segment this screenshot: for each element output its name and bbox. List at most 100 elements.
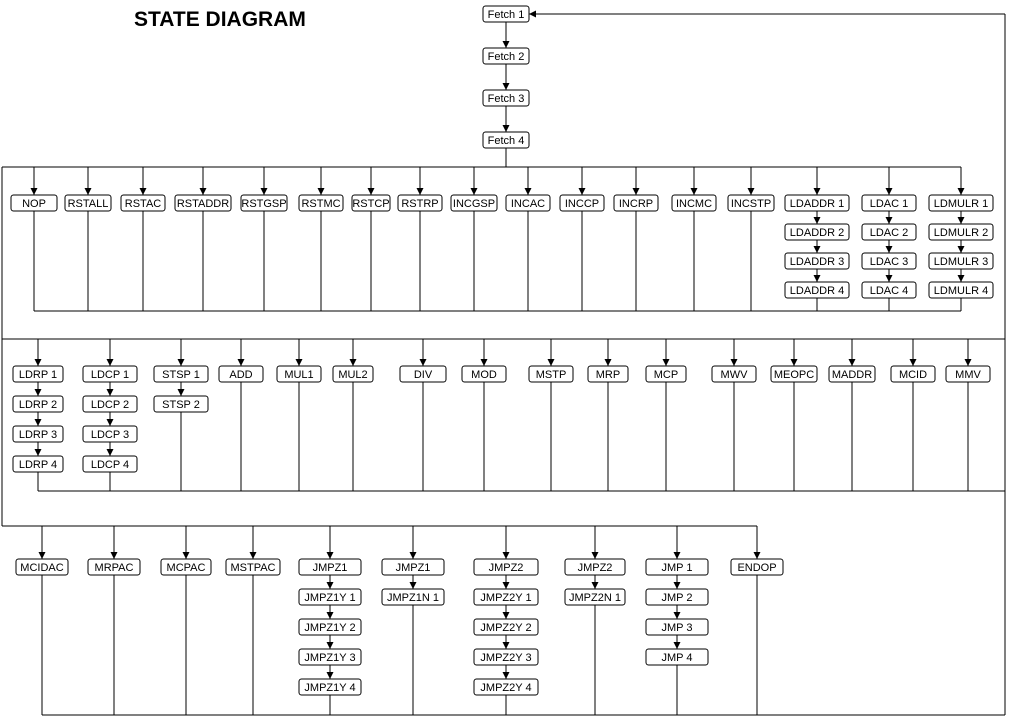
diagram-title: STATE DIAGRAM [134, 8, 306, 31]
state-mcpac-2-2-label: MCPAC [167, 562, 206, 574]
arrowhead [237, 359, 245, 366]
arrowhead [34, 359, 42, 366]
arrowhead [591, 552, 599, 559]
arrowhead [690, 188, 698, 195]
state-rstrp-0-7-label: RSTRP [401, 198, 438, 210]
state-ldrp-3-1-0-label: LDRP 3 [19, 429, 57, 441]
arrowhead [529, 10, 536, 18]
arrowhead [139, 188, 147, 195]
arrowhead [790, 359, 798, 366]
arrowhead [524, 188, 532, 195]
arrowhead [957, 217, 965, 224]
arrowhead [502, 125, 510, 132]
state-div-1-6-label: DIV [414, 369, 433, 381]
arrowhead [326, 552, 334, 559]
arrowhead [295, 359, 303, 366]
arrowhead [957, 275, 965, 282]
arrowhead [547, 359, 555, 366]
state-mcid-1-14-label: MCID [899, 369, 927, 381]
arrowhead [502, 582, 510, 589]
arrowhead [409, 552, 417, 559]
arrowhead [249, 552, 257, 559]
arrowhead [662, 359, 670, 366]
state-rstall-0-1-label: RSTALL [68, 198, 109, 210]
arrowhead [813, 188, 821, 195]
state-ldac-1-0-15-label: LDAC 1 [870, 198, 909, 210]
arrowhead [502, 612, 510, 619]
arrowhead [673, 582, 681, 589]
state-jmpz1-2-5-label: JMPZ1 [396, 562, 431, 574]
state-ldaddr-4-0-14-label: LDADDR 4 [790, 285, 844, 297]
state-ldaddr-3-0-14-label: LDADDR 3 [790, 256, 844, 268]
arrowhead [326, 612, 334, 619]
state-mul1-1-4-label: MUL1 [284, 369, 313, 381]
state-endop-2-9-label: ENDOP [737, 562, 776, 574]
state-ldaddr-2-0-14-label: LDADDR 2 [790, 227, 844, 239]
arrowhead [632, 188, 640, 195]
arrowhead [110, 552, 118, 559]
state-add-1-3-label: ADD [229, 369, 252, 381]
arrowhead [909, 359, 917, 366]
state-jmpz1n-1-2-5-label: JMPZ1N 1 [387, 592, 439, 604]
state-jmpz1y-2-2-4-label: JMPZ1Y 2 [304, 622, 355, 634]
state-jmp-3-2-8-label: JMP 3 [662, 622, 693, 634]
state-rstmc-0-5-label: RSTMC [301, 198, 340, 210]
state-ldac-4-0-15-label: LDAC 4 [870, 285, 909, 297]
arrowhead [177, 389, 185, 396]
state-jmpz2y-4-2-6-label: JMPZ2Y 4 [480, 682, 531, 694]
arrowhead [848, 359, 856, 366]
state-mcp-1-10-label: MCP [654, 369, 678, 381]
arrowhead [480, 359, 488, 366]
arrowhead [747, 188, 755, 195]
state-fetch-3-label: Fetch 3 [488, 93, 525, 105]
arrowhead [260, 188, 268, 195]
arrowhead [38, 552, 46, 559]
state-mrp-1-9-label: MRP [596, 369, 620, 381]
arrowhead [957, 188, 965, 195]
state-ldac-3-0-15-label: LDAC 3 [870, 256, 909, 268]
state-ldrp-2-1-0-label: LDRP 2 [19, 399, 57, 411]
state-jmp-2-2-8-label: JMP 2 [662, 592, 693, 604]
arrowhead [885, 246, 893, 253]
state-rstgsp-0-4-label: RSTGSP [241, 198, 286, 210]
arrowhead [753, 552, 761, 559]
state-jmpz2y-3-2-6-label: JMPZ2Y 3 [480, 652, 531, 664]
state-ldcp-2-1-1-label: LDCP 2 [91, 399, 129, 411]
arrowhead [34, 449, 42, 456]
arrowhead [673, 612, 681, 619]
state-ldcp-4-1-1-label: LDCP 4 [91, 459, 129, 471]
arrowhead [326, 672, 334, 679]
state-stsp-2-1-2-label: STSP 2 [162, 399, 200, 411]
arrowhead [591, 582, 599, 589]
arrowhead [199, 188, 207, 195]
state-mstp-1-8-label: MSTP [536, 369, 567, 381]
state-ldrp-1-1-0-label: LDRP 1 [19, 369, 57, 381]
arrowhead [106, 449, 114, 456]
arrowhead [730, 359, 738, 366]
arrowhead [964, 359, 972, 366]
arrowhead [470, 188, 478, 195]
state-jmpz1y-4-2-4-label: JMPZ1Y 4 [304, 682, 355, 694]
state-ldac-2-0-15-label: LDAC 2 [870, 227, 909, 239]
arrowhead [813, 275, 821, 282]
state-inccp-0-10-label: INCCP [565, 198, 599, 210]
arrowhead [673, 642, 681, 649]
state-ldmulr-1-0-16-label: LDMULR 1 [934, 198, 988, 210]
state-jmpz1-2-4-label: JMPZ1 [313, 562, 348, 574]
arrowhead [957, 246, 965, 253]
state-mstpac-2-3-label: MSTPAC [230, 562, 275, 574]
state-incstp-0-13-label: INCSTP [731, 198, 771, 210]
state-nop-0-0-label: NOP [22, 198, 46, 210]
state-rstaddr-0-3-label: RSTADDR [177, 198, 229, 210]
state-ldcp-1-1-1-label: LDCP 1 [91, 369, 129, 381]
arrowhead [673, 552, 681, 559]
arrowhead [813, 217, 821, 224]
state-fetch-4-label: Fetch 4 [488, 135, 525, 147]
arrowhead [106, 389, 114, 396]
state-mmv-1-15-label: MMV [955, 369, 981, 381]
state-fetch-2-label: Fetch 2 [488, 51, 525, 63]
arrowhead [106, 419, 114, 426]
state-incac-0-9-label: INCAC [511, 198, 545, 210]
state-mul2-1-5-label: MUL2 [338, 369, 367, 381]
